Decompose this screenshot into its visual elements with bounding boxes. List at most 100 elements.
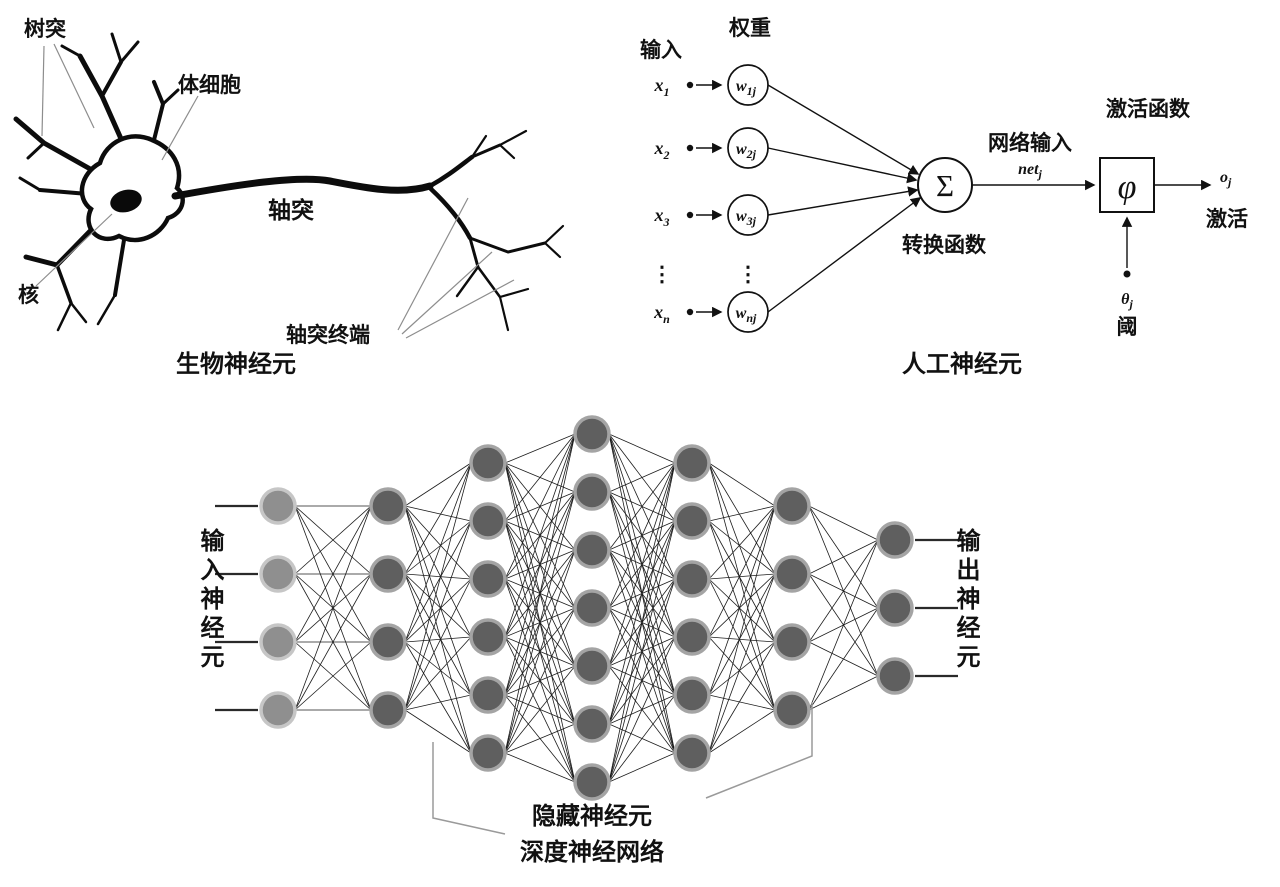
network-edge bbox=[708, 520, 776, 643]
network-edge bbox=[404, 462, 472, 575]
network-edge bbox=[404, 573, 472, 754]
network-edge bbox=[404, 505, 472, 638]
hidden-neuron-node bbox=[573, 473, 611, 511]
network-edge bbox=[404, 578, 472, 643]
cell-body bbox=[79, 134, 185, 243]
threshold-dot bbox=[1123, 270, 1131, 278]
network-edge bbox=[404, 520, 472, 711]
input-column-label: 输入 bbox=[640, 38, 682, 62]
network-edge bbox=[404, 636, 472, 643]
input-symbol: xn bbox=[653, 302, 670, 326]
hidden-neuron-node bbox=[369, 555, 407, 593]
activation-fn-box bbox=[1099, 157, 1155, 213]
axon-terminal-branch bbox=[455, 265, 480, 298]
output-neuron-node bbox=[876, 589, 914, 627]
network-edge bbox=[294, 573, 372, 711]
axon-terminal-branch bbox=[427, 154, 475, 189]
input-neuron-node bbox=[259, 623, 297, 661]
hidden-neurons-caption: 隐藏神经元 bbox=[532, 802, 652, 830]
network-edge bbox=[504, 752, 576, 783]
hidden-neuron-node bbox=[573, 763, 611, 801]
network-edge bbox=[608, 694, 676, 783]
network-edge bbox=[404, 505, 472, 522]
soma-label: 体细胞 bbox=[178, 73, 241, 97]
net-symbol: netj bbox=[1018, 161, 1042, 181]
dendrite-label: 树突 bbox=[24, 17, 66, 41]
input-dot bbox=[686, 144, 694, 152]
hidden-layers-bracket-right bbox=[705, 702, 813, 799]
network-edge bbox=[608, 433, 676, 464]
weight-symbol: wnj bbox=[736, 305, 757, 325]
axon-terminal-branch bbox=[498, 287, 530, 299]
network-edge bbox=[404, 573, 472, 580]
weight-symbol: w3j bbox=[736, 208, 757, 228]
weight-to-sum-arrow bbox=[767, 84, 920, 175]
network-edge bbox=[708, 709, 776, 754]
hidden-neuron-node bbox=[469, 618, 507, 656]
dendrite-branch bbox=[56, 301, 73, 332]
input-symbol: x3 bbox=[654, 205, 670, 229]
transfer-fn-label: 转换函数 bbox=[902, 233, 987, 257]
hidden-neuron-node bbox=[673, 676, 711, 714]
network-nodes bbox=[259, 415, 914, 801]
hidden-neuron-node bbox=[469, 676, 507, 714]
activation-fn-label: 激活函数 bbox=[1106, 97, 1191, 121]
hidden-neuron-node bbox=[469, 502, 507, 540]
network-edge bbox=[404, 505, 472, 580]
network-edge bbox=[608, 462, 676, 493]
hidden-neuron-node bbox=[673, 502, 711, 540]
hidden-neuron-node bbox=[673, 734, 711, 772]
dendrite-branch bbox=[161, 88, 180, 106]
hidden-neuron-node bbox=[673, 444, 711, 482]
network-edge bbox=[404, 505, 472, 754]
network-edge bbox=[404, 573, 472, 638]
dendrite-branch bbox=[77, 53, 129, 153]
hidden-neuron-node bbox=[369, 623, 407, 661]
network-edge bbox=[708, 505, 776, 522]
hidden-neuron-node bbox=[673, 618, 711, 656]
nucleus bbox=[110, 189, 142, 213]
network-edge bbox=[504, 433, 576, 522]
input-neuron-node bbox=[259, 487, 297, 525]
network-edge bbox=[708, 462, 776, 711]
axon-terminal-branch bbox=[470, 134, 488, 159]
network-edges bbox=[294, 433, 879, 783]
network-edge bbox=[708, 641, 776, 696]
network-edge bbox=[708, 573, 776, 638]
weight-symbol: w2j bbox=[736, 141, 757, 161]
threshold-label: 阈 bbox=[1117, 315, 1138, 339]
network-edge bbox=[708, 462, 776, 643]
input-neurons-label: 输入神经元 bbox=[196, 528, 223, 673]
network-edge bbox=[608, 636, 676, 783]
axon-terminal-branch bbox=[498, 129, 528, 147]
axon-terminal-branch bbox=[476, 265, 502, 299]
network-edge bbox=[608, 462, 676, 609]
input-symbol: x1 bbox=[654, 75, 670, 99]
label-pointer-line bbox=[41, 45, 45, 137]
dendrite-branch bbox=[119, 40, 140, 64]
network-edge bbox=[404, 694, 472, 711]
hidden-neuron-node bbox=[573, 589, 611, 627]
network-edge bbox=[708, 505, 776, 638]
network-edge bbox=[504, 433, 576, 696]
hidden-neuron-node bbox=[773, 623, 811, 661]
input-dot bbox=[686, 308, 694, 316]
network-edge bbox=[294, 641, 372, 711]
label-pointer-line bbox=[401, 251, 493, 335]
dendrite-branch bbox=[110, 32, 123, 64]
artificial-neuron-figure: 输入 权重 x1 w1j x2 w2j x3 w3j ⋮ ⋮ xn wnj bbox=[640, 17, 1248, 378]
network-edge bbox=[504, 433, 576, 464]
weight-symbol: w1j bbox=[736, 78, 757, 98]
hidden-neuron-node bbox=[773, 555, 811, 593]
network-edge bbox=[504, 491, 576, 754]
network-edge bbox=[808, 539, 879, 575]
network-edge bbox=[404, 520, 472, 575]
axon-terminal-branch bbox=[498, 143, 516, 160]
input-dot bbox=[686, 81, 694, 89]
network-edge bbox=[708, 505, 776, 696]
network-edge bbox=[708, 462, 776, 507]
network-edge bbox=[708, 505, 776, 580]
network-edge bbox=[294, 505, 372, 711]
network-edge bbox=[404, 636, 472, 711]
